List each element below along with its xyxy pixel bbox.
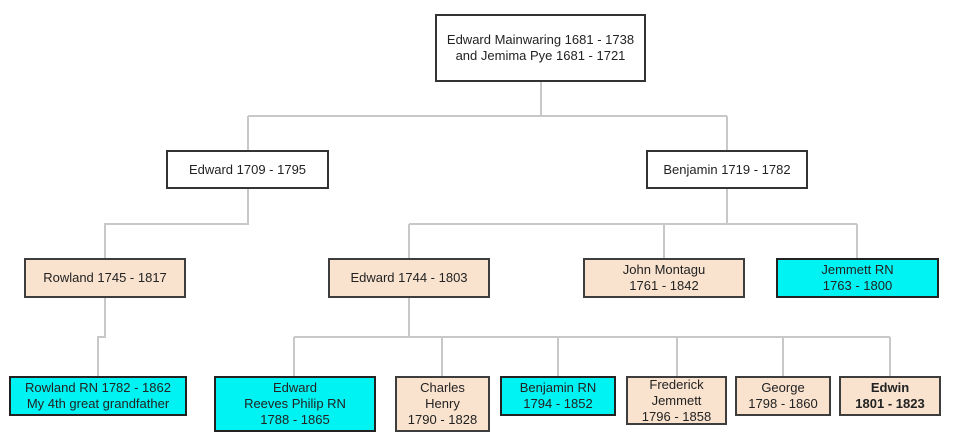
node-jemmett-rn: Jemmett RN 1763 - 1800 <box>776 258 939 298</box>
node-benjamin-1719: Benjamin 1719 - 1782 <box>646 150 808 189</box>
node-root-couple: Edward Mainwaring 1681 - 1738 and Jemima… <box>435 14 646 82</box>
node-label: Jemmett RN <box>821 262 894 277</box>
node-charles-henry: Charles Henry 1790 - 1828 <box>395 376 490 432</box>
node-dates: 1801 - 1823 <box>855 396 925 411</box>
node-edwin: Edwin 1801 - 1823 <box>839 376 941 416</box>
node-edward-1744: Edward 1744 - 1803 <box>328 258 490 298</box>
connector-edward1709-rowland <box>104 189 249 258</box>
node-label: Edwin <box>870 380 910 395</box>
node-dates: 1763 - 1800 <box>822 278 893 293</box>
node-label: Edward 1709 - 1795 <box>188 161 307 177</box>
node-root-line2: and Jemima Pye 1681 - 1721 <box>455 48 626 63</box>
node-dates: 1790 - 1828 <box>407 412 478 427</box>
node-label: Benjamin 1719 - 1782 <box>663 161 791 177</box>
node-edward-1709: Edward 1709 - 1795 <box>166 150 329 189</box>
node-label: Edward 1744 - 1803 <box>350 270 468 285</box>
node-label: Rowland 1745 - 1817 <box>43 270 167 285</box>
node-note: My 4th great grandfather <box>26 396 170 411</box>
node-label-2: Henry <box>425 396 460 411</box>
connector-rowland-rowlandrn <box>97 298 106 376</box>
node-root-line1: Edward Mainwaring 1681 - 1738 <box>446 32 635 47</box>
node-dates: 1794 - 1852 <box>523 396 593 411</box>
node-label: John Montagu <box>622 262 706 277</box>
node-label: Frederick <box>649 376 704 392</box>
connector-root-gen2 <box>247 82 728 150</box>
node-rowland-rn: Rowland RN 1782 - 1862 My 4th great gran… <box>9 376 187 416</box>
node-label: Rowland RN 1782 - 1862 <box>25 380 171 395</box>
node-label-2: Reeves Philip RN <box>244 396 346 411</box>
node-dates: 1796 - 1858 <box>641 408 712 424</box>
node-label: Edward <box>272 380 318 395</box>
node-rowland-1745: Rowland 1745 - 1817 <box>24 258 186 298</box>
node-edward-reeves-philip-rn: Edward Reeves Philip RN 1788 - 1865 <box>214 376 376 432</box>
connector-edward1744-children <box>293 298 891 376</box>
node-label-2: Jemmett <box>651 392 702 408</box>
node-label: Benjamin RN <box>519 380 597 395</box>
node-frederick-jemmett: Frederick Jemmett 1796 - 1858 <box>626 376 727 425</box>
node-dates: 1788 - 1865 <box>260 412 330 427</box>
node-label: George <box>761 380 805 395</box>
connector-benjamin-children <box>408 189 858 258</box>
node-dates: 1798 - 1860 <box>748 396 818 411</box>
node-george: George 1798 - 1860 <box>735 376 831 416</box>
node-john-montagu: John Montagu 1761 - 1842 <box>583 258 745 298</box>
node-benjamin-rn: Benjamin RN 1794 - 1852 <box>500 376 616 416</box>
node-label: Charles <box>420 380 465 395</box>
node-dates: 1761 - 1842 <box>629 278 699 293</box>
